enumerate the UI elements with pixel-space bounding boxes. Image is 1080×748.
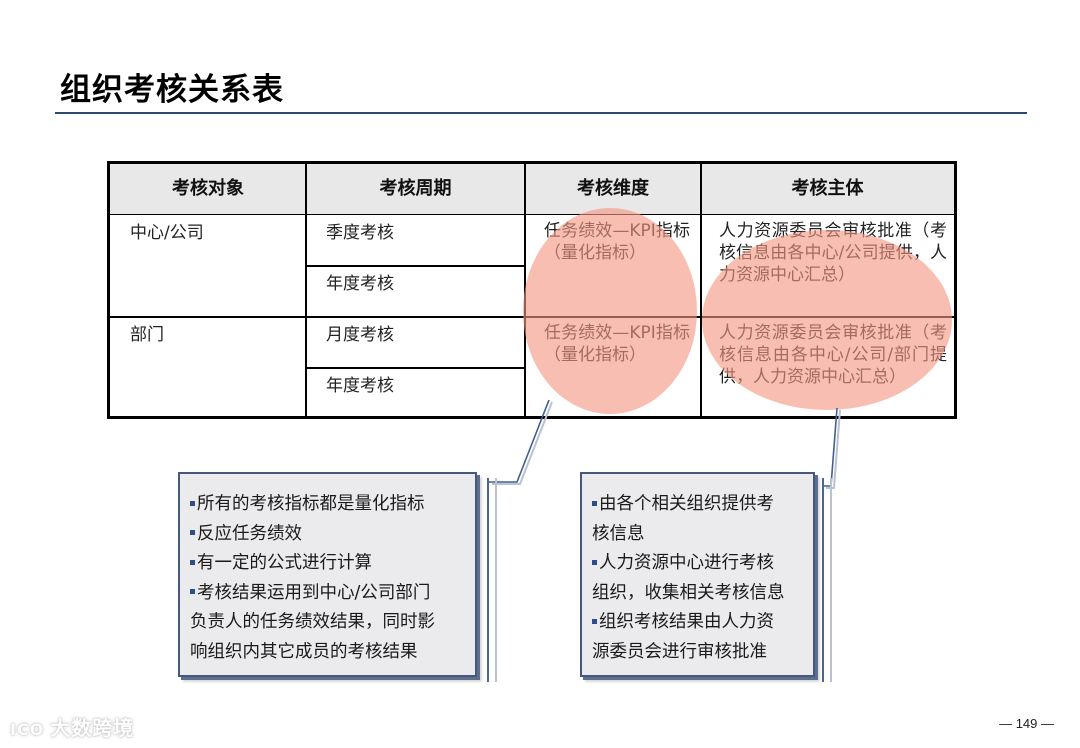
callout-line: 核信息	[592, 523, 645, 544]
header-assessment-period: 考核周期	[379, 178, 452, 199]
callout-kpi-notes: 所有的考核指标都是量化指标 反应任务绩效 有一定的公式进行计算 考核结果运用到中…	[178, 472, 477, 677]
callout-line: 所有的考核指标都是量化指标	[190, 490, 465, 520]
header-assessment-subject: 考核主体	[791, 178, 864, 199]
cell-object-department: 部门	[130, 325, 164, 345]
header-assessment-dimension: 考核维度	[577, 178, 649, 199]
callout-line: 源委员会进行审核批准	[592, 641, 767, 662]
column-divider	[700, 164, 702, 416]
right-callout-bracket	[822, 478, 830, 682]
callout-line: 反应任务绩效	[190, 520, 465, 550]
page-title: 组织考核关系表	[60, 72, 284, 108]
table-header-row: 考核对象 考核周期 考核维度 考核主体	[110, 164, 954, 215]
callout-line: 考核结果运用到中心/公司部门	[190, 579, 465, 609]
header-assessment-object: 考核对象	[172, 178, 244, 199]
watermark-logo-icon: ICO	[10, 720, 45, 739]
watermark-logo: ICO 大数跨境	[10, 712, 134, 741]
period-subdivider	[306, 367, 525, 369]
callout-line: 由各个相关组织提供考	[592, 490, 803, 520]
cell-period-annual: 年度考核	[326, 274, 394, 294]
bullet-square-icon	[592, 500, 597, 506]
callout-subject-notes: 由各个相关组织提供考 核信息 人力资源中心进行考核 组织，收集相关考核信息 组织…	[580, 472, 815, 677]
bullet-square-icon	[190, 500, 195, 506]
callout-line: 有一定的公式进行计算	[190, 549, 465, 579]
left-callout-bracket	[487, 478, 495, 682]
callout-line: 人力资源中心进行考核	[592, 549, 803, 579]
cell-period-monthly: 月度考核	[326, 325, 394, 345]
bullet-square-icon	[592, 618, 597, 624]
cell-period-quarterly: 季度考核	[326, 223, 394, 243]
callout-line: 组织，收集相关考核信息	[592, 582, 785, 603]
bullet-square-icon	[190, 589, 195, 594]
page-number: — 149 —	[999, 716, 1054, 731]
bullet-square-icon	[592, 559, 597, 565]
watermark-text: 大数跨境	[50, 716, 135, 740]
callout-line: 组织考核结果由人力资	[592, 608, 803, 638]
callout-line: 响组织内其它成员的考核结果	[190, 641, 418, 662]
callout-line: 负责人的任务绩效结果，同时影	[190, 612, 435, 632]
period-subdivider	[306, 265, 525, 267]
bullet-square-icon	[190, 530, 195, 535]
bullet-square-icon	[190, 559, 195, 565]
title-divider	[55, 112, 1027, 114]
cell-object-center-company: 中心/公司	[130, 223, 204, 243]
column-divider	[305, 164, 307, 416]
cell-period-annual: 年度考核	[326, 376, 394, 396]
